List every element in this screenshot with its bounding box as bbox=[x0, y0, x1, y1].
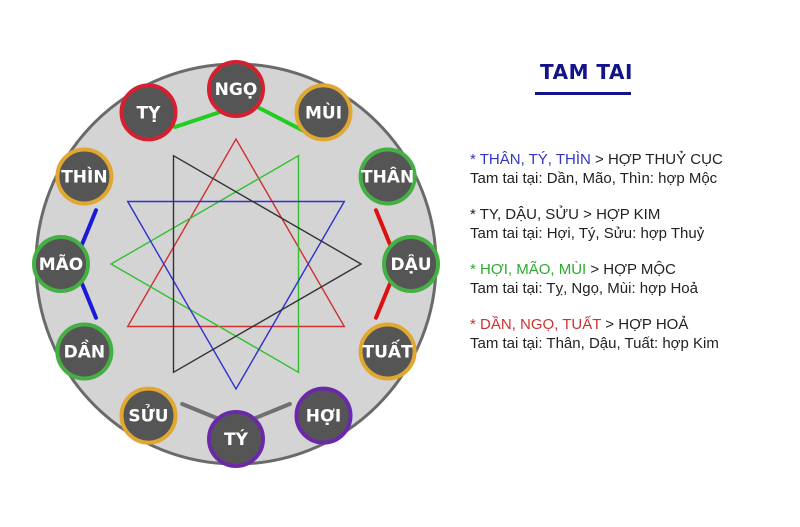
group-item: * TY, DẬU, SỬU > HỢP KIM Tam tai tại: Hợ… bbox=[470, 205, 790, 243]
node-label: DẬU bbox=[390, 253, 431, 275]
title-underline bbox=[535, 92, 631, 95]
node-label: TUẤT bbox=[363, 339, 414, 363]
node-circle bbox=[32, 235, 90, 293]
node-label: DẦN bbox=[64, 339, 106, 363]
node-label: THÂN bbox=[361, 166, 414, 188]
star-polygons bbox=[109, 137, 363, 391]
group-detail: Tam tai tại: Hợi, Tý, Sửu: hợp Thuỷ bbox=[470, 225, 705, 242]
node-circle bbox=[119, 83, 178, 142]
zodiac-node: MÙI bbox=[294, 83, 353, 142]
page-title: TAM TAI bbox=[540, 60, 633, 84]
group-members: * TY, DẬU, SỬU bbox=[470, 206, 579, 223]
group-result: > HỢP HOẢ bbox=[601, 316, 689, 333]
zodiac-node: TỴ bbox=[119, 83, 178, 142]
star-triangle bbox=[172, 154, 363, 374]
zodiac-node: DẬU bbox=[382, 235, 440, 293]
zodiac-node: NGỌ bbox=[207, 60, 265, 118]
group-members: * THÂN, TÝ, THÌN bbox=[470, 151, 591, 168]
zodiac-node: SỬU bbox=[119, 386, 178, 445]
node-label: MÙI bbox=[305, 101, 342, 123]
zodiac-node: TÝ bbox=[207, 410, 265, 468]
wheel-disc bbox=[34, 62, 438, 466]
group-detail: Tam tai tại: Dần, Mão, Thìn: hợp Mộc bbox=[470, 170, 718, 187]
zodiac-node: HỢI bbox=[294, 386, 353, 445]
zodiac-node: THÂN bbox=[358, 147, 417, 206]
group-item: * DẦN, NGỌ, TUẤT > HỢP HOẢ Tam tai tại: … bbox=[470, 315, 790, 353]
node-label: MÃO bbox=[39, 252, 84, 275]
node-circle bbox=[294, 83, 353, 142]
node-circle bbox=[294, 386, 353, 445]
group-item: * HỢI, MÃO, MÙI > HỢP MỘC Tam tai tại: T… bbox=[470, 260, 790, 298]
node-circle bbox=[55, 147, 114, 206]
node-circle bbox=[358, 322, 417, 381]
node-label: HỢI bbox=[306, 407, 341, 427]
group-item: * THÂN, TÝ, THÌN > HỢP THUỶ CỤC Tam tai … bbox=[470, 150, 790, 188]
group-result: > HỢP MỘC bbox=[586, 261, 676, 278]
node-circle bbox=[382, 235, 440, 293]
zodiac-node: TUẤT bbox=[358, 322, 417, 381]
zodiac-node: MÃO bbox=[32, 235, 90, 293]
node-label: THÌN bbox=[61, 166, 107, 188]
zodiac-node: THÌN bbox=[55, 147, 114, 206]
node-circle bbox=[358, 147, 417, 206]
group-list: * THÂN, TÝ, THÌN > HỢP THUỶ CỤC Tam tai … bbox=[470, 150, 790, 370]
zodiac-nodes: NGỌ MÙI THÂN DẬU TUẤT HỢI TÝ SỬU DẦN MÃO THÌN TỴ bbox=[32, 60, 440, 468]
node-circle bbox=[119, 386, 178, 445]
tam-tai-wheel: NGỌ MÙI THÂN DẬU TUẤT HỢI TÝ SỬU DẦN MÃO THÌN TỴ bbox=[32, 60, 440, 468]
star-triangle bbox=[126, 200, 346, 391]
node-circle bbox=[55, 322, 114, 381]
zodiac-node: DẦN bbox=[55, 322, 114, 381]
group-detail: Tam tai tại: Tỵ, Ngọ, Mùi: hợp Hoả bbox=[470, 280, 698, 297]
star-triangle bbox=[126, 137, 346, 328]
group-detail: Tam tai tại: Thân, Dậu, Tuất: hợp Kim bbox=[470, 335, 719, 352]
node-circle bbox=[207, 60, 265, 118]
node-label: TỴ bbox=[137, 103, 162, 123]
group-members: * DẦN, NGỌ, TUẤT bbox=[470, 316, 602, 333]
node-label: SỬU bbox=[128, 403, 168, 427]
group-result: > HỢP THUỶ CỤC bbox=[590, 151, 723, 168]
node-label: NGỌ bbox=[215, 80, 258, 100]
node-label: TÝ bbox=[224, 428, 249, 450]
group-result: > HỢP KIM bbox=[578, 206, 661, 223]
node-circle bbox=[207, 410, 265, 468]
group-members: * HỢI, MÃO, MÙI bbox=[470, 261, 587, 278]
star-triangle bbox=[109, 154, 300, 374]
